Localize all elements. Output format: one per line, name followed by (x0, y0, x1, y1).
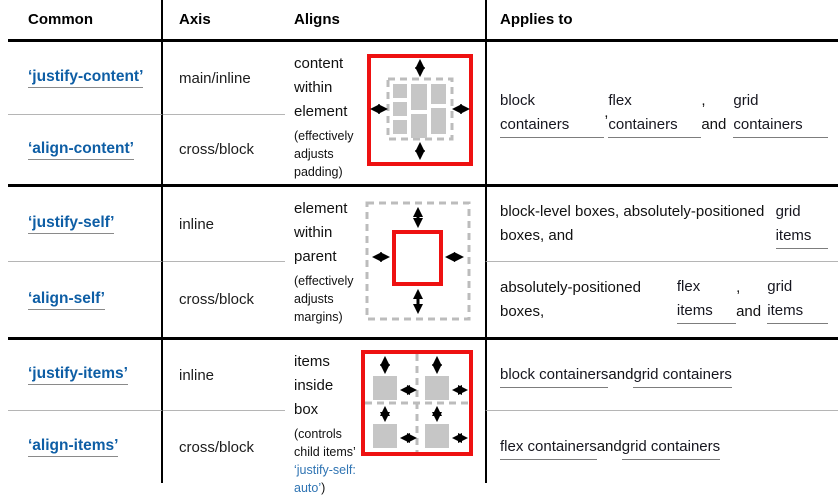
code-link[interactable]: ‘justify-self: auto’ (294, 463, 356, 495)
aligns-note: (effectively adjusts padding) (294, 127, 485, 181)
link-justify-self[interactable]: ‘justify-self’ (28, 214, 115, 234)
property-cell: ‘justify-content’ (8, 42, 163, 115)
term-link[interactable]: block containers (500, 89, 605, 138)
link-justify-items[interactable]: ‘justify-items’ (28, 365, 128, 385)
alignment-properties-table: Common Axis Aligns Applies to ‘justify-c… (8, 0, 838, 495)
term-link[interactable]: grid containers (733, 89, 828, 138)
term-link[interactable]: flex containers (608, 89, 702, 138)
text-segment: , (604, 104, 609, 121)
aligns-cell: element within parent (effectively adjus… (285, 187, 485, 337)
text-segment: (effectively adjusts margins) (294, 274, 354, 324)
element-within-parent-diagram (363, 199, 473, 327)
applies-to-cell: block containers, flex containers, and g… (485, 42, 838, 184)
applies-to-cell: block containers and grid containers (485, 340, 838, 411)
applies-to-cell: flex containers and grid containers (485, 411, 838, 483)
text-segment: , and (701, 92, 727, 133)
text-segment: absolutely-positioned boxes, (500, 278, 641, 320)
link-align-content[interactable]: ‘align-content’ (28, 140, 134, 160)
property-cell: ‘align-items’ (8, 411, 163, 483)
text-segment: block-level boxes, absolutely-positioned… (500, 203, 765, 244)
text-segment: , and (736, 278, 762, 320)
axis-cell: inline (163, 187, 285, 262)
term-link[interactable]: grid containers (621, 435, 721, 460)
link-align-self[interactable]: ‘align-self’ (28, 290, 105, 310)
aligns-description: element within parent (294, 200, 348, 265)
row-group-content: ‘justify-content’ main/inline ‘align-con… (8, 42, 838, 187)
axis-cell: main/inline (163, 42, 285, 115)
term-link[interactable]: flex containers (500, 435, 597, 460)
text-segment: and (608, 366, 634, 383)
text-segment: ) (321, 481, 326, 495)
applies-to-cell: block-level boxes, absolutely-positioned… (485, 187, 838, 262)
text-segment: (controls child items’ (294, 427, 356, 459)
aligns-cell: content within element (effectively adju… (285, 42, 485, 184)
property-cell: ‘align-content’ (8, 115, 163, 184)
aligns-cell: items inside box (controls child items’ … (285, 340, 485, 495)
aligns-description: items inside box (294, 353, 334, 418)
term-link[interactable]: flex items (676, 275, 737, 324)
text-segment: (effectively adjusts padding) (294, 129, 354, 179)
row-group-self: ‘justify-self’ inline ‘align-self’ cross… (8, 187, 838, 340)
column-header-axis: Axis (179, 11, 211, 28)
text-segment: and (596, 438, 622, 455)
axis-cell: inline (163, 340, 285, 411)
axis-cell: cross/block (179, 438, 255, 456)
aligns-description: content within element (294, 55, 348, 120)
property-cell: ‘justify-items’ (8, 340, 163, 411)
table-header: Common Axis Aligns Applies to (8, 0, 838, 42)
property-cell: ‘align-self’ (8, 262, 163, 337)
column-header-applies-to: Applies to (485, 0, 838, 39)
column-header-common: Common (8, 0, 163, 39)
items-inside-box-diagram (361, 350, 473, 460)
aligns-note: (controls child items’ ‘justify-self: au… (294, 425, 485, 497)
link-justify-content[interactable]: ‘justify-content’ (28, 68, 144, 88)
term-link[interactable]: grid items (775, 200, 828, 249)
link-align-items[interactable]: ‘align-items’ (28, 437, 119, 457)
applies-to-cell: absolutely-positioned boxes, flex items,… (485, 262, 838, 337)
property-cell: ‘justify-self’ (8, 187, 163, 262)
column-header-aligns: Aligns (294, 11, 340, 28)
axis-cell: cross/block (179, 291, 255, 308)
aligns-note: (effectively adjusts margins) (294, 272, 485, 326)
term-link[interactable]: grid containers (633, 363, 732, 388)
axis-cell: cross/block (179, 141, 255, 158)
term-link[interactable]: grid items (767, 275, 829, 324)
content-within-element-diagram (367, 54, 473, 170)
row-group-items: ‘justify-items’ inline ‘align-items’ cro… (8, 340, 838, 495)
term-link[interactable]: block containers (500, 363, 609, 388)
